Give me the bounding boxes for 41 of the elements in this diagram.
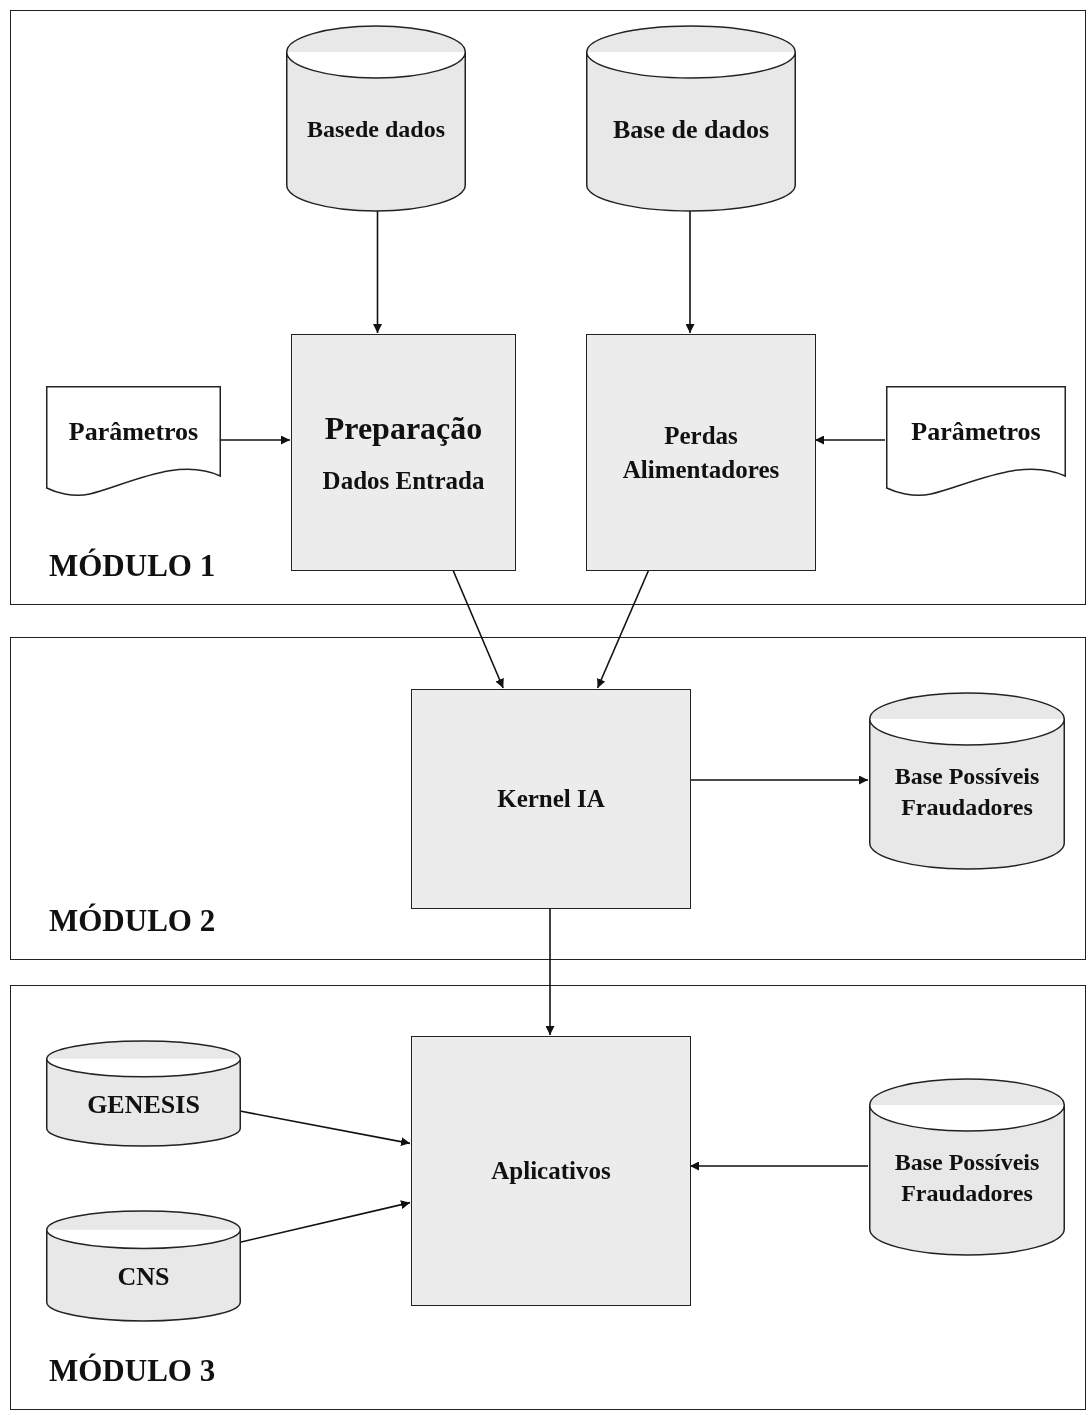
module-panel (10, 10, 1086, 605)
arrow (373, 209, 382, 334)
arrow (596, 569, 650, 689)
module-label: MÓDULO 3 (49, 1353, 216, 1389)
document-shape (886, 386, 1066, 496)
arrow (239, 1200, 411, 1244)
process-label: Preparação (324, 409, 483, 449)
database-cylinder (46, 1041, 241, 1146)
database-label: Base Possíveis Fraudadores (893, 1147, 1041, 1208)
process-label: Dados Entrada (322, 466, 485, 497)
arrow (814, 435, 886, 445)
database-cylinder (586, 26, 796, 211)
database-cylinder (286, 26, 466, 211)
module-label: MÓDULO 1 (49, 548, 216, 584)
module-label: MÓDULO 2 (49, 903, 216, 939)
arrow (685, 209, 695, 334)
arrow (239, 1110, 411, 1147)
document-label: Parâmetros (68, 416, 199, 449)
document-label: Parâmetros (911, 416, 1041, 449)
arrow (689, 775, 869, 785)
process-label: Kernel IA (497, 784, 605, 815)
process-box (411, 689, 691, 909)
arrow (452, 569, 504, 689)
database-label: Basede dados (306, 114, 445, 144)
database-cylinder (46, 1211, 241, 1321)
database-label: CNS (117, 1261, 170, 1294)
arrow (545, 907, 555, 1036)
process-box (411, 1036, 691, 1306)
database-label: Base Possíveis Fraudadores (893, 761, 1041, 822)
database-label: Base de dados (612, 113, 769, 146)
database-cylinder (869, 1079, 1065, 1255)
process-box (291, 334, 516, 571)
module-panel (10, 637, 1086, 960)
module-panel (10, 985, 1086, 1410)
process-label: Aplicativos (491, 1156, 611, 1187)
database-cylinder (869, 693, 1065, 869)
database-label: GENESIS (87, 1088, 200, 1121)
document-shape (46, 386, 221, 496)
process-box (586, 334, 816, 571)
process-label: Perdas Alimentadores (621, 420, 781, 485)
arrow (689, 1161, 869, 1171)
